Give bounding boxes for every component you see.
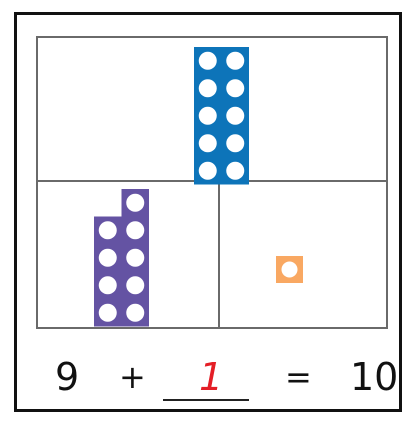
rod-hole: [226, 79, 245, 98]
one-cube-shape: [276, 256, 303, 283]
rod-hole: [126, 276, 145, 295]
rod-hole: [198, 134, 217, 153]
rod-hole: [98, 248, 117, 267]
rod-hole: [281, 261, 298, 278]
rod-hole: [98, 303, 117, 322]
rod-hole: [226, 106, 245, 125]
rod-hole: [198, 51, 217, 70]
equation-equals-sign: =: [285, 358, 312, 396]
equation-answer: 1: [199, 355, 224, 399]
rod-hole: [226, 161, 245, 180]
nine-rod-shape: [94, 189, 149, 327]
equation-total: 10: [350, 355, 399, 399]
rod-hole: [126, 248, 145, 267]
rod-hole: [198, 106, 217, 125]
part-box-right: [218, 180, 388, 329]
answer-blank-line: [163, 399, 249, 401]
rod-hole: [198, 79, 217, 98]
rod-hole: [126, 193, 145, 212]
equation-addend: 9: [55, 355, 80, 399]
rod-hole: [226, 51, 245, 70]
rod-hole: [126, 221, 145, 240]
rod-hole: [198, 161, 217, 180]
rod-hole: [98, 221, 117, 240]
ten-rod-shape: [194, 47, 249, 185]
equation-plus-sign: +: [119, 358, 146, 396]
rod-hole: [126, 303, 145, 322]
rod-hole: [226, 134, 245, 153]
rod-hole: [98, 276, 117, 295]
